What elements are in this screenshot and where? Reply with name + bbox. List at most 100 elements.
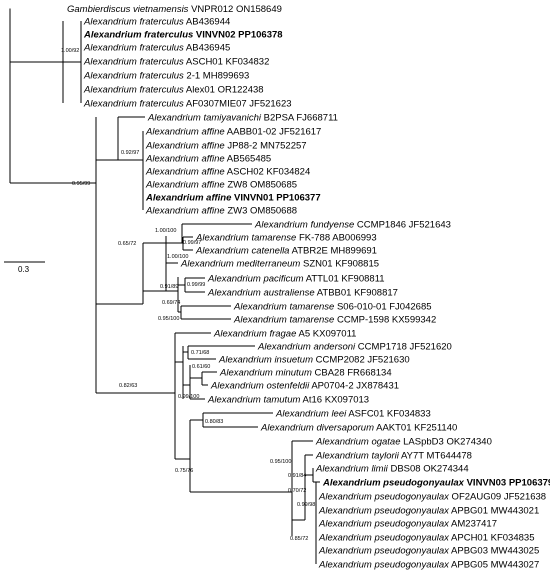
tip-label: Alexandrium fraterculus AB436944 — [83, 17, 230, 28]
tip-label: Gambierdiscus vietnamensis VNPR012 ON158… — [67, 4, 282, 15]
tip-strain-accession: ASCH01 KF034832 — [184, 57, 270, 68]
tip-strain-accession: ATBB01 KF908817 — [315, 288, 398, 299]
tip-strain-accession: VNPR012 ON158649 — [188, 4, 281, 15]
tip-strain-accession: B2PSA FJ668711 — [261, 113, 338, 124]
tip-strain-accession: APBG03 MW443025 — [449, 546, 539, 557]
support-value: 0.91/89 — [160, 284, 178, 290]
tip-strain-accession: SZN01 KF908815 — [300, 259, 379, 270]
support-value: 0.82/63 — [119, 383, 137, 389]
tip-label: Alexandrium pseudogonyaulax APBG03 MW443… — [318, 546, 539, 557]
tip-species-name: Alexandrium tamarense — [233, 302, 334, 313]
tip-species-name: Alexandrium diversaporum — [260, 423, 374, 434]
tip-species-name: Alexandrium minutum — [219, 368, 312, 379]
tip-species-name: Alexandrium affine — [145, 180, 225, 191]
tip-label: Alexandrium fraterculus Alex01 OR122438 — [83, 85, 264, 96]
tip-label: Alexandrium pseudogonyaulax VINVN03 PP10… — [322, 478, 550, 489]
tip-strain-accession: CCMP1846 JF521643 — [354, 220, 451, 231]
tip-strain-accession: 2-1 MH899693 — [184, 71, 249, 82]
tip-strain-accession: AM237417 — [449, 519, 497, 530]
tip-strain-accession: ASFC01 KF034833 — [346, 409, 431, 420]
tip-species-name: Alexandrium pseudogonyaulax — [318, 533, 450, 544]
tip-strain-accession: OF2AUG09 JF521638 — [449, 492, 546, 503]
support-value: 0.85/72 — [290, 536, 308, 542]
tip-strain-accession: ATBR2E MH899691 — [289, 246, 376, 257]
tip-strain-accession: At16 KX097013 — [300, 395, 369, 406]
tip-species-name: Alexandrium pseudogonyaulax — [322, 478, 465, 489]
tip-label: Alexandrium fundyense CCMP1846 JF521643 — [254, 220, 451, 231]
tip-species-name: Alexandrium affine — [145, 167, 225, 178]
tip-species-name: Alexandrium fraterculus — [83, 57, 184, 68]
tip-strain-accession: VINVN02 PP106378 — [193, 30, 282, 41]
support-value: 0.80/83 — [205, 419, 223, 425]
tip-strain-accession: Alex01 OR122438 — [184, 85, 264, 96]
tip-strain-accession: AB436945 — [184, 43, 231, 54]
tip-label: Alexandrium mediterraneum SZN01 KF908815 — [180, 259, 379, 270]
tip-label: Alexandrium australiense ATBB01 KF908817 — [207, 288, 398, 299]
support-value: 0.99/100 — [178, 394, 199, 400]
tip-label: Alexandrium ogatae LASpbD3 OK274340 — [315, 437, 492, 448]
tip-strain-accession: AB565485 — [225, 154, 272, 165]
support-value: 1.00/100 — [167, 254, 188, 260]
support-value: 0.70/72 — [288, 488, 306, 494]
tip-label: Alexandrium catenella ATBR2E MH899691 — [195, 246, 377, 257]
support-value: 0.99/97 — [183, 240, 201, 246]
tip-species-name: Alexandrium taylorii — [315, 451, 400, 462]
support-value: 0.69/74 — [162, 300, 180, 306]
tip-label: Alexandrium leei ASFC01 KF034833 — [275, 409, 431, 420]
tip-strain-accession: AP0704-2 JX878431 — [309, 381, 399, 392]
support-value: 0.92/97 — [121, 150, 139, 156]
tip-strain-accession: AY7T MT644478 — [399, 451, 472, 462]
tip-strain-accession: S06-010-01 FJ042685 — [334, 302, 431, 313]
support-value: 0.75/76 — [175, 468, 193, 474]
tip-label: Alexandrium tamarense S06-010-01 FJ04268… — [233, 302, 432, 313]
tip-species-name: Alexandrium affine — [145, 141, 225, 152]
tip-label: Alexandrium pseudogonyaulax APBG01 MW443… — [318, 506, 539, 517]
tip-species-name: Alexandrium pseudogonyaulax — [318, 560, 450, 571]
tip-label: Alexandrium fraterculus AF0307MIE07 JF52… — [83, 99, 292, 110]
tip-label: Alexandrium ostenfeldii AP0704-2 JX87843… — [210, 381, 399, 392]
tip-species-name: Alexandrium ogatae — [315, 437, 401, 448]
tip-species-name: Gambierdiscus vietnamensis — [67, 4, 189, 15]
tip-species-name: Alexandrium pseudogonyaulax — [318, 492, 450, 503]
tip-strain-accession: ASCH02 KF034824 — [225, 167, 311, 178]
tip-strain-accession: ATTL01 KF908811 — [304, 274, 385, 285]
tip-species-name: Alexandrium limii — [315, 464, 389, 475]
tip-label: Alexandrium diversaporum AAKT01 KF251140 — [260, 423, 457, 434]
tip-strain-accession: DBS08 OK274344 — [388, 464, 469, 475]
tip-label: Alexandrium fraterculus ASCH01 KF034832 — [83, 57, 269, 68]
tip-strain-accession: AB436944 — [184, 17, 231, 28]
support-value: 0.99/98 — [297, 502, 315, 508]
tip-label: Alexandrium tamarense CCMP-1598 KX599342 — [233, 315, 436, 326]
tip-label: Alexandrium affine JP88-2 MN752257 — [145, 141, 307, 152]
tip-species-name: Alexandrium leei — [275, 409, 347, 420]
tip-label: Alexandrium affine AABB01-02 JF521617 — [145, 127, 321, 138]
tip-label: Alexandrium affine AB565485 — [145, 154, 271, 165]
tip-species-name: Alexandrium ostenfeldii — [210, 381, 310, 392]
tip-species-name: Alexandrium affine — [145, 127, 225, 138]
tip-species-name: Alexandrium fraterculus — [83, 99, 184, 110]
tip-strain-accession: AF0307MIE07 JF521623 — [184, 99, 292, 110]
support-value: 0.95/100 — [270, 459, 291, 465]
support-value: 0.91/84 — [288, 473, 306, 479]
tip-label: Alexandrium affine ZW3 OM850688 — [145, 206, 297, 217]
tip-species-name: Alexandrium insuetum — [218, 355, 313, 366]
tip-strain-accession: JP88-2 MN752257 — [225, 141, 307, 152]
scale-bar-label: 0.3 — [18, 265, 30, 274]
tip-label: Alexandrium pacificum ATTL01 KF908811 — [207, 274, 385, 285]
support-value: 0.71/68 — [191, 350, 209, 356]
tip-strain-accession: CBA28 FR668134 — [312, 368, 392, 379]
tip-strain-accession: CCMP-1598 KX599342 — [334, 315, 436, 326]
tip-label: Alexandrium fragae A5 KX097011 — [213, 329, 356, 340]
tip-strain-accession: AAKT01 KF251140 — [374, 423, 457, 434]
tip-species-name: Alexandrium andersoni — [257, 342, 356, 353]
tip-label: Alexandrium insuetum CCMP2082 JF521630 — [218, 355, 410, 366]
tip-strain-accession: VINVN03 PP106379 — [464, 478, 550, 489]
tip-species-name: Alexandrium fundyense — [254, 220, 354, 231]
tip-species-name: Alexandrium pseudogonyaulax — [318, 506, 450, 517]
tip-species-name: Alexandrium pacificum — [207, 274, 304, 285]
tip-label: Alexandrium fraterculus 2-1 MH899693 — [83, 71, 249, 82]
tip-strain-accession: APBG01 MW443021 — [449, 506, 539, 517]
tip-species-name: Alexandrium fraterculus — [83, 17, 184, 28]
tip-species-name: Alexandrium fragae — [213, 329, 296, 340]
